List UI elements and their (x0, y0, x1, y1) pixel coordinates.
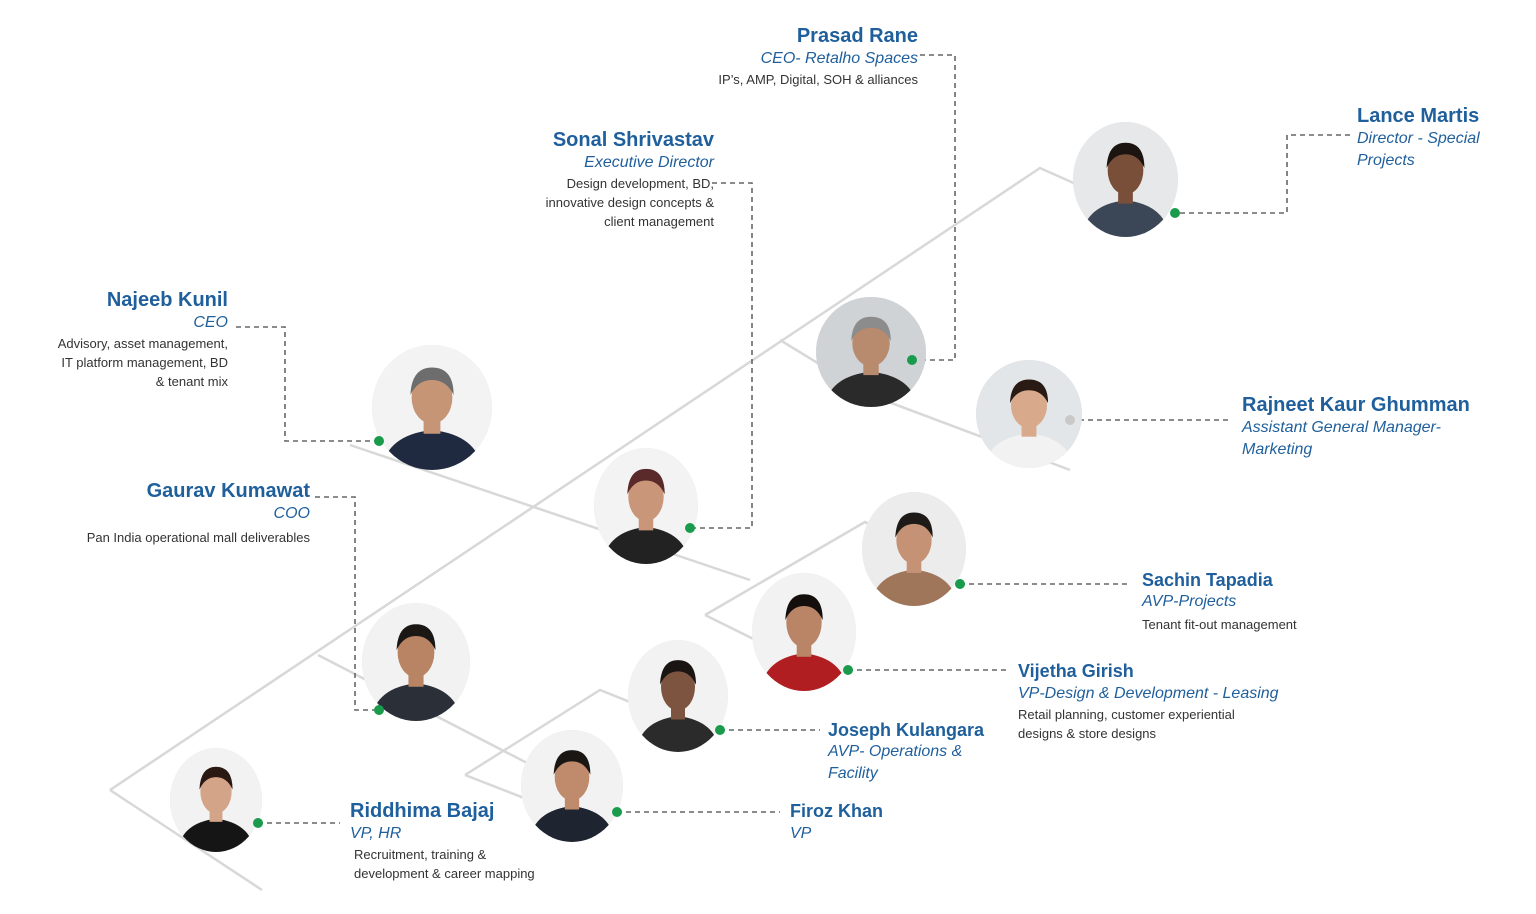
person-description: Recruitment, training & (354, 847, 487, 862)
connector-dot-joseph (715, 725, 725, 735)
person-description: innovative design concepts & (545, 195, 714, 210)
person-description: IP’s, AMP, Digital, SOH & alliances (718, 72, 918, 87)
connector-dot-sachin (955, 579, 965, 589)
person-gaurav-kumawat: Gaurav Kumawat COO Pan India operational… (87, 479, 310, 547)
person-role: VP-Design & Development - Leasing (1018, 685, 1279, 702)
photo-lance-martis (1073, 122, 1178, 237)
person-description: Pan India operational mall deliverables (86, 530, 310, 545)
person-riddhima-bajaj: Riddhima Bajaj VP, HR Recruitment, train… (350, 799, 535, 883)
person-name: Firoz Khan (790, 801, 883, 821)
person-description: Tenant fit-out management (1142, 617, 1297, 632)
person-lance-martis: Lance Martis Director - Special Projects (1357, 104, 1481, 172)
person-role: Facility (828, 765, 878, 782)
person-description: & tenant mix (155, 374, 228, 389)
connector-dot-sonal (685, 523, 695, 533)
person-sonal-shrivastav: Sonal Shrivastav Executive Director Desi… (546, 128, 714, 231)
person-role: VP (790, 825, 812, 842)
connector-dot-rajneet (1065, 415, 1075, 425)
person-role: Assistant General Manager- (1242, 419, 1441, 436)
person-role: Marketing (1242, 441, 1313, 458)
person-prasad-rane: Prasad Rane CEO- Retalho Spaces IP’s, AM… (718, 24, 918, 89)
photo-vijetha-girish (752, 573, 856, 691)
person-description: Design development, BD, (566, 176, 714, 191)
person-rajneet-kaur-ghumman: Rajneet Kaur Ghumman Assistant General M… (1242, 393, 1470, 461)
person-role: AVP-Projects (1142, 593, 1237, 610)
connector-dot-riddhima (253, 818, 263, 828)
person-name: Najeeb Kunil (106, 289, 228, 311)
person-vijetha-girish: Vijetha Girish VP-Design & Development -… (1018, 659, 1279, 743)
connector-dot-gaurav (374, 705, 384, 715)
person-description: IT platform management, BD (61, 355, 228, 370)
person-name: Vijetha Girish (1018, 661, 1134, 681)
photo-gaurav-kumawat (362, 603, 470, 721)
photo-firoz-khan (521, 730, 623, 842)
person-role: Projects (1357, 152, 1415, 169)
person-name: Gaurav Kumawat (146, 480, 310, 502)
connector-dot-firoz (612, 807, 622, 817)
person-description: designs & store designs (1018, 726, 1157, 741)
person-role: Executive Director (584, 154, 714, 171)
person-firoz-khan: Firoz Khan VP (790, 799, 883, 845)
connector-dot-prasad (907, 355, 917, 365)
person-description: Advisory, asset management, (57, 336, 228, 351)
person-role: COO (273, 505, 310, 522)
person-name: Lance Martis (1357, 105, 1480, 127)
photo-najeeb-kunil (372, 345, 492, 470)
photo-sachin-tapadia (862, 492, 966, 606)
photo-riddhima-bajaj (170, 748, 262, 852)
person-description: Retail planning, customer experiential (1018, 707, 1235, 722)
person-name: Prasad Rane (796, 25, 918, 47)
person-sachin-tapadia: Sachin Tapadia AVP-Projects Tenant fit-o… (1142, 569, 1297, 634)
photo-sonal-shrivastav (594, 448, 698, 564)
connector-dot-najeeb (374, 436, 384, 446)
person-role: CEO- Retalho Spaces (760, 50, 918, 67)
photo-joseph-kulangara (628, 640, 728, 752)
person-role: AVP- Operations & (828, 743, 963, 760)
person-name: Riddhima Bajaj (350, 800, 495, 822)
photo-rajneet-kaur-ghumman (976, 360, 1082, 468)
person-name: Rajneet Kaur Ghumman (1242, 394, 1470, 416)
person-role: CEO (193, 314, 228, 331)
person-name: Sachin Tapadia (1142, 570, 1273, 590)
person-description: development & career mapping (354, 866, 535, 881)
person-name: Sonal Shrivastav (552, 129, 714, 151)
photo-prasad-rane (816, 297, 926, 407)
dashed-connectors (236, 54, 1350, 824)
person-joseph-kulangara: Joseph Kulangara AVP- Operations & Facil… (828, 719, 984, 785)
person-role: VP, HR (350, 825, 402, 842)
person-role: Director - Special (1357, 130, 1480, 147)
person-najeeb-kunil: Najeeb Kunil CEO Advisory, asset managem… (58, 288, 228, 391)
person-name: Joseph Kulangara (828, 720, 985, 740)
person-description: client management (604, 214, 714, 229)
connector-dot-lance (1170, 208, 1180, 218)
connector-dot-vijetha (843, 665, 853, 675)
